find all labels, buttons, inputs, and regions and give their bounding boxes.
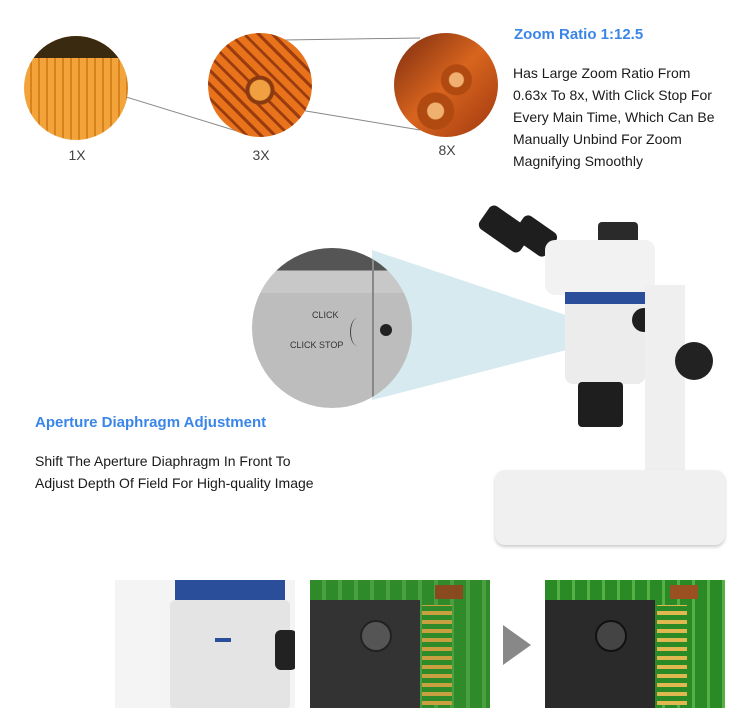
magnification-label-8x: 8X [438,142,456,158]
pcb-1x-image [24,36,128,140]
pcb-3x-image [208,33,312,137]
zoom-ratio-title: Zoom Ratio 1:12.5 [514,26,644,43]
pcb-blurry-photo [310,580,490,708]
pcb-8x-image [394,33,498,137]
pcb-sharp-photo [545,580,725,708]
aperture-title: Aperture Diaphragm Adjustment [35,414,267,431]
zoom-ratio-description: Has Large Zoom Ratio From 0.63x To 8x, W… [513,65,715,169]
magnification-label-3x: 3X [252,147,270,163]
magnification-label-1x: 1X [68,147,86,163]
click-stop-label: CLICK STOP [290,340,344,350]
click-stop-detail-image: CLICK CLICK STOP [252,248,412,408]
arrow-right-icon [503,625,531,665]
aperture-description: Shift The Aperture Diaphragm In Front To… [35,453,314,491]
click-label: CLICK [312,310,339,320]
aperture-knob-photo [115,580,295,708]
magnify-cone [372,250,625,400]
